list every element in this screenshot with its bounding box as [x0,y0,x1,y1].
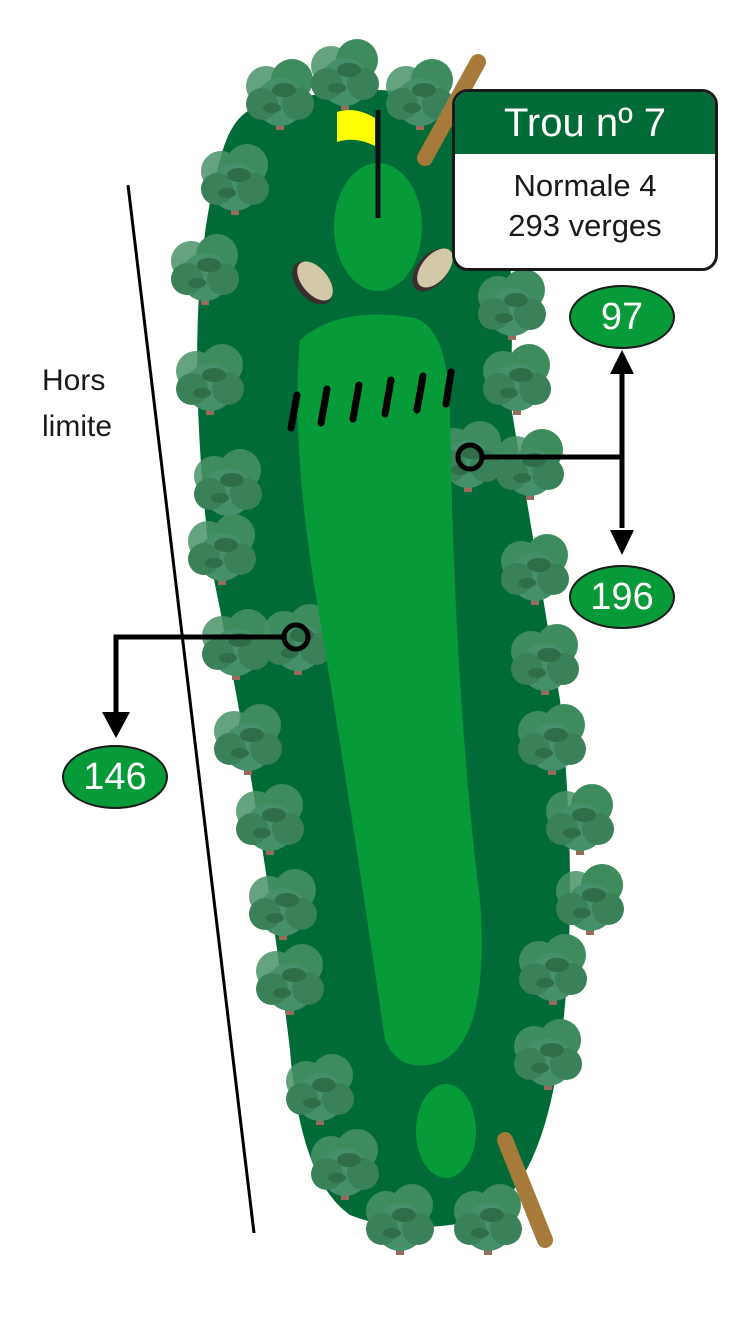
distance-marker-97: 97 [569,285,675,349]
arrow-up-icon [610,350,634,374]
distance-marker-196: 196 [569,565,675,629]
cart-path-bottom [497,1132,553,1248]
arrow-down-icon [102,712,130,738]
fairway [297,314,482,1066]
hole-par: Normale 4 [513,168,657,203]
oob-line1: Hors [42,364,106,397]
distance-marker-146: 146 [62,745,168,809]
cart-path-top [417,54,486,166]
oob-line2: limite [42,410,113,443]
bunker-right [417,248,453,288]
tee-box [416,1084,476,1178]
bunker-left [297,261,333,301]
out-of-bounds-label: Hors limite [42,358,112,450]
flag-icon [337,110,375,146]
hole-info-sign: Trou nº 7 Normale 4 293 verges [452,89,718,271]
green [334,163,422,291]
out-of-bounds-line [126,184,256,1234]
arrow-down-icon [610,530,634,555]
hazard-line [287,368,455,432]
hole-distance: 293 verges [508,208,662,243]
hole-number: Trou nº 7 [455,92,715,154]
